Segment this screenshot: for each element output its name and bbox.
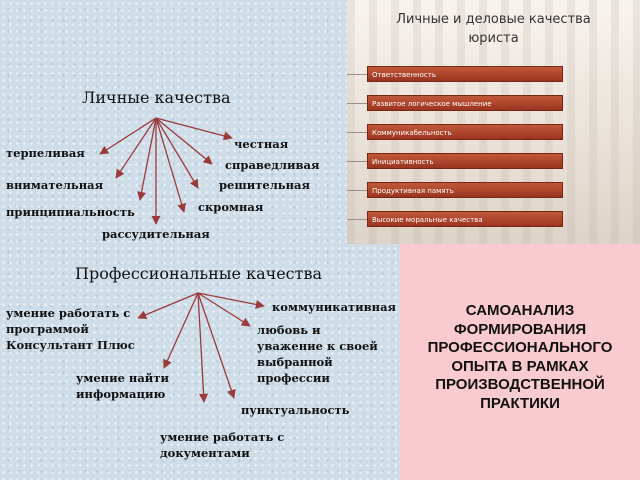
- quality-bar: Высокие моральные качества: [367, 211, 563, 227]
- personal-quality-label: справедливая: [225, 158, 320, 172]
- personal-quality-label: терпеливая: [6, 146, 85, 160]
- bar-connector: [347, 161, 369, 162]
- arrows-layer: [99, 117, 265, 403]
- arrow: [99, 117, 157, 155]
- arrow: [197, 292, 209, 403]
- personal-quality-label: внимательная: [6, 178, 104, 192]
- arrow: [163, 292, 199, 369]
- bar-connector: [347, 219, 369, 220]
- arrow: [137, 117, 157, 201]
- personal-quality-label: честная: [234, 137, 289, 151]
- quality-bar: Ответственность: [367, 66, 563, 82]
- bar-connector: [347, 190, 369, 191]
- arrow: [155, 117, 199, 189]
- personal-qualities-heading: Личные качества: [82, 88, 231, 107]
- arrow: [155, 117, 187, 213]
- arrow: [197, 292, 251, 327]
- panel-text: САМОАНАЛИЗ ФОРМИРОВАНИЯ ПРОФЕССИОНАЛЬНОГ…: [427, 302, 613, 412]
- arrow: [197, 292, 236, 399]
- bar-connector: [347, 132, 369, 133]
- personal-quality-label: рассудительная: [102, 227, 210, 241]
- quality-bar: Продуктивная память: [367, 182, 563, 198]
- quality-bar: Инициативность: [367, 153, 563, 169]
- personal-quality-label: принципиальность: [6, 205, 135, 219]
- bar-connector: [347, 74, 369, 75]
- professional-quality-label: умение работать с документами: [160, 430, 285, 460]
- arrow: [197, 292, 265, 309]
- arrow: [155, 117, 233, 141]
- professional-quality-label: умение работать с программой Консультант…: [6, 306, 135, 352]
- self-analysis-panel: САМОАНАЛИЗ ФОРМИРОВАНИЯ ПРОФЕССИОНАЛЬНОГ…: [400, 244, 640, 480]
- arrow: [137, 292, 199, 320]
- professional-quality-label: умение найти информацию: [76, 371, 169, 401]
- bar-connector: [347, 103, 369, 104]
- professional-quality-label: коммуникативная: [272, 300, 397, 314]
- professional-quality-label: любовь и уважение к своей выбранной проф…: [257, 323, 378, 385]
- slide-thumbnail: Личные и деловые качества юриста Ответст…: [347, 0, 640, 244]
- arrow: [115, 117, 157, 179]
- personal-quality-label: решительная: [219, 178, 310, 192]
- professional-qualities-heading: Профессиональные качества: [75, 264, 323, 283]
- professional-quality-label: пунктуальность: [241, 403, 350, 417]
- background-photo: [347, 0, 640, 244]
- arrow: [155, 117, 213, 165]
- slide-title: Личные и деловые качества юриста: [396, 12, 591, 46]
- quality-bar: Коммуникабельность: [367, 124, 563, 140]
- personal-quality-label: скромная: [198, 200, 264, 214]
- left-background: [0, 0, 400, 480]
- quality-bar: Развитое логическое мышление: [367, 95, 563, 111]
